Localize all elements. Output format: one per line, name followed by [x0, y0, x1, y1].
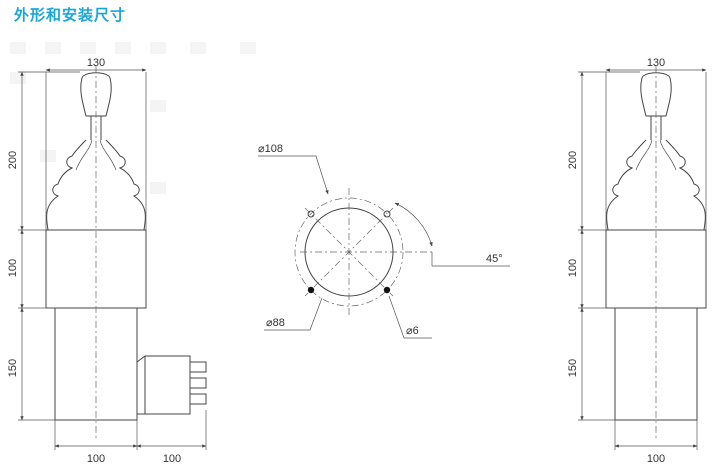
right-width-bottom-label: 100	[647, 453, 665, 465]
right-bellows-boot	[606, 139, 706, 231]
mount-hole-top-right	[383, 210, 391, 218]
bolt-circle-label: ⌀88	[266, 317, 285, 329]
left-width-terminal-label: 100	[163, 453, 181, 465]
left-height-boot-label: 200	[7, 151, 19, 169]
mount-hole-top-left	[307, 210, 315, 218]
background-watermark	[10, 42, 256, 194]
page-title: 外形和安装尺寸	[14, 7, 127, 24]
right-height-body-label: 100	[567, 259, 579, 277]
left-terminal-box	[136, 355, 191, 415]
left-width-bottom-label: 100	[87, 453, 105, 465]
angle-label: 45°	[486, 253, 503, 265]
left-bellows-boot	[46, 139, 146, 231]
outer-circle	[294, 197, 404, 307]
hole-diameter-label: ⌀6	[406, 325, 419, 337]
left-height-lower-label: 150	[7, 359, 19, 377]
right-side-view: 130 200 100 150 100	[567, 57, 707, 465]
left-side-view: 130 200 100 150 100 100	[7, 57, 207, 465]
outer-diameter-label: ⌀108	[258, 143, 283, 155]
right-height-lower-label: 150	[567, 359, 579, 377]
right-height-boot-label: 200	[567, 151, 579, 169]
left-handle-knob	[80, 72, 112, 117]
right-handle-knob	[640, 72, 672, 117]
mount-hole-bottom-left	[307, 286, 315, 294]
right-width-top-label: 130	[647, 57, 665, 69]
mounting-hole-view: ⌀108 45° ⌀88 ⌀6	[258, 143, 510, 339]
left-height-body-label: 100	[7, 259, 19, 277]
mount-hole-bottom-right	[383, 286, 391, 294]
left-width-top-label: 130	[87, 57, 105, 69]
